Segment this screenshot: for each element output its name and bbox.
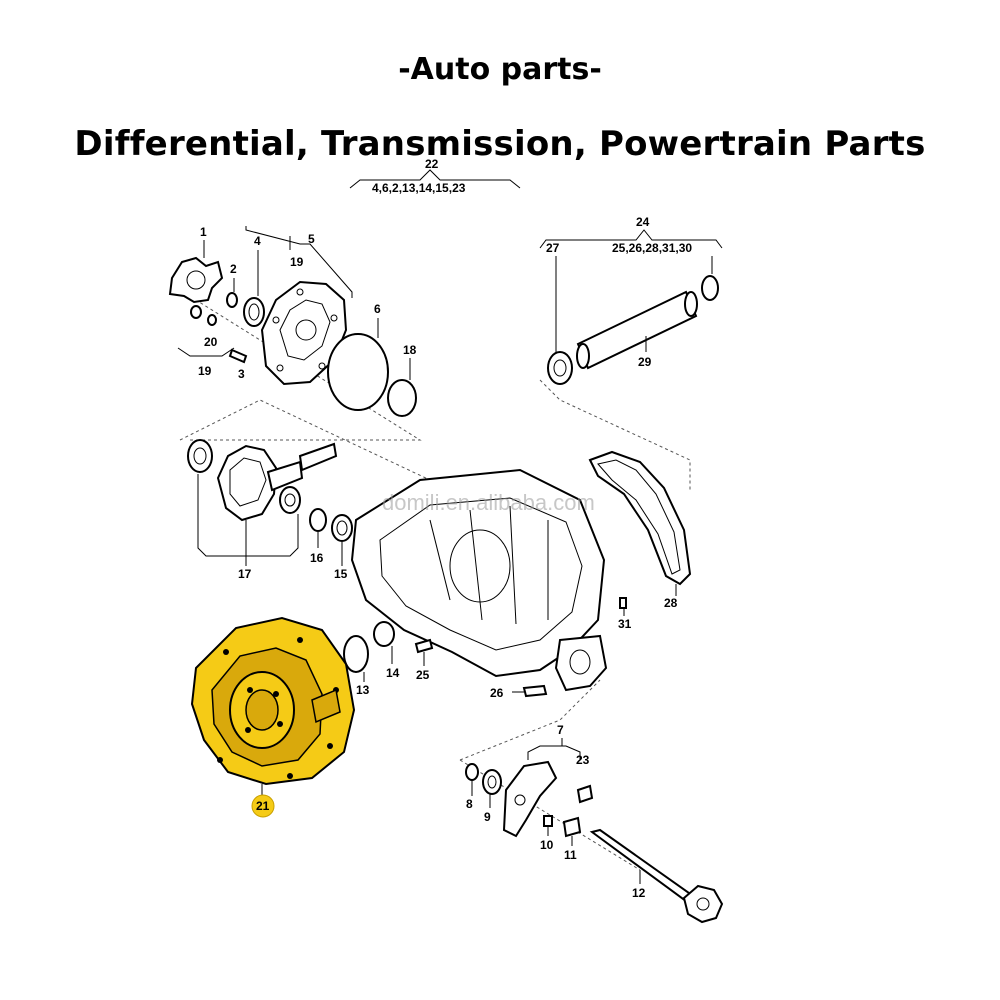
label-14: 14 <box>386 666 400 680</box>
label-23: 23 <box>576 753 590 767</box>
label-12: 12 <box>632 886 646 900</box>
label-9: 9 <box>484 810 491 824</box>
label-24-group: 25,26,28,31,30 <box>612 241 692 255</box>
flange-1: 1 <box>168 225 224 304</box>
small-ring-2: 2 <box>226 262 238 308</box>
bracket-7-23: 7 23 <box>527 723 590 767</box>
label-26: 26 <box>490 686 504 700</box>
highlighted-part-21: 21 <box>190 616 356 818</box>
label-22-group: 4,6,2,13,14,15,23 <box>372 181 466 195</box>
watermark-text: domili.en.alibaba.com <box>382 490 595 515</box>
label-16: 16 <box>310 551 324 565</box>
label-17: 17 <box>238 567 252 581</box>
ring-8: 8 <box>465 763 479 811</box>
bolt-3: 3 <box>228 348 248 381</box>
bearing-17 <box>279 486 301 514</box>
label-1: 1 <box>200 225 207 239</box>
ring-13: 13 <box>343 635 370 697</box>
cover-housing <box>260 280 348 386</box>
label-28: 28 <box>664 596 678 610</box>
label-21: 21 <box>256 799 270 813</box>
exploded-guide-lines <box>179 289 691 871</box>
gasket-28: 28 <box>588 450 692 610</box>
bolt-23 <box>576 784 594 804</box>
label-22: 22 <box>425 157 439 171</box>
transmission-housing <box>350 468 608 692</box>
nut-20: 20 <box>190 305 218 349</box>
seal-9: 9 <box>482 769 502 824</box>
bolt-25: 25 <box>414 638 434 682</box>
label-5: 5 <box>308 232 315 246</box>
label-31: 31 <box>618 617 632 631</box>
ring-gear-17 <box>216 442 338 522</box>
label-19-top: 19 <box>290 255 304 269</box>
label-18: 18 <box>403 343 417 357</box>
oring-6: 6 <box>327 302 389 411</box>
bracket-plate <box>502 760 558 838</box>
label-27: 27 <box>546 241 560 255</box>
pin-10: 10 <box>540 815 554 852</box>
label-24: 24 <box>636 215 650 229</box>
label-7: 7 <box>557 723 564 737</box>
label-4: 4 <box>254 234 261 248</box>
axle-shaft-12: 12 <box>589 828 724 924</box>
stud-31: 31 <box>618 597 632 631</box>
seal-4: 4 <box>243 234 265 327</box>
label-29: 29 <box>638 355 652 369</box>
ring-30 <box>701 256 719 301</box>
group-bracket-22: 22 4,6,2,13,14,15,23 <box>349 157 521 195</box>
bracket-5-19: 5 19 <box>245 226 353 298</box>
bracket-17: 17 <box>197 474 299 581</box>
ring-16: 16 <box>309 508 327 565</box>
label-11: 11 <box>564 848 577 862</box>
label-3: 3 <box>238 367 245 381</box>
label-2: 2 <box>230 262 237 276</box>
seal-27 <box>547 256 573 385</box>
label-15: 15 <box>334 567 348 581</box>
page-subtitle: Differential, Transmission, Powertrain P… <box>74 124 926 164</box>
bolt-26: 26 <box>490 684 548 700</box>
bracket-19-lower: 19 <box>177 347 235 378</box>
seal-15: 15 <box>331 514 353 581</box>
label-20: 20 <box>204 335 218 349</box>
label-10: 10 <box>540 838 554 852</box>
label-13: 13 <box>356 683 370 697</box>
tube-29: 29 <box>576 290 698 370</box>
page-title: -Auto parts- <box>398 52 602 87</box>
seal-left-17 <box>187 439 213 473</box>
label-8: 8 <box>466 797 473 811</box>
bracket-24: 24 27 25,26,28,31,30 <box>539 215 723 255</box>
label-25: 25 <box>416 668 430 682</box>
label-6: 6 <box>374 302 381 316</box>
label-19-lower: 19 <box>198 364 212 378</box>
ring-18: 18 <box>387 343 417 417</box>
sleeve-11: 11 <box>562 816 582 862</box>
ring-14: 14 <box>373 621 400 680</box>
